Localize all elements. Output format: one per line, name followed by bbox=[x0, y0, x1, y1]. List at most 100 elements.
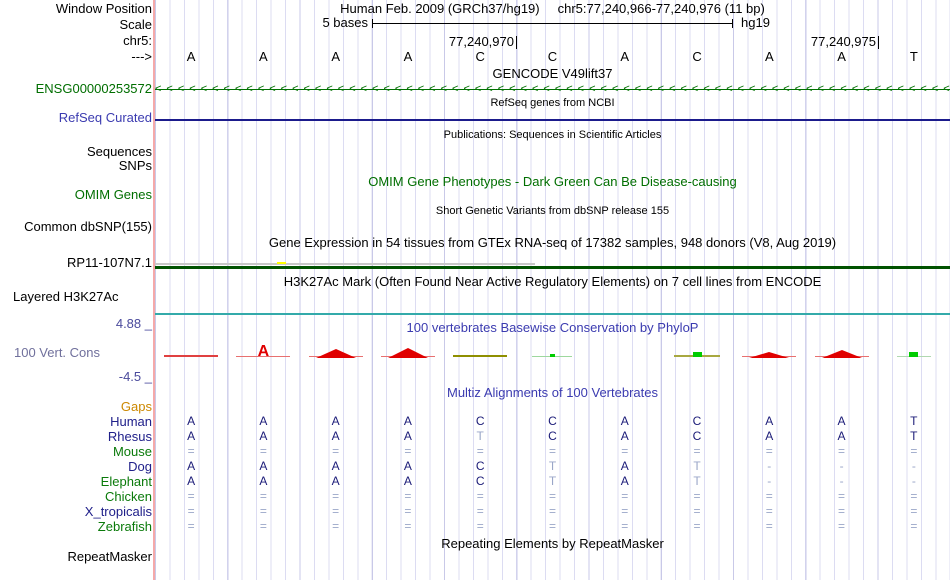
alignment-base: C bbox=[692, 429, 702, 443]
gene-id-label[interactable]: ENSG00000253572 bbox=[35, 81, 152, 96]
conservation-mark-line bbox=[236, 356, 291, 357]
alignment-base: A bbox=[403, 429, 412, 443]
alignment-base: = bbox=[476, 504, 484, 518]
alignment-base: A bbox=[837, 414, 846, 428]
alignment-base: = bbox=[259, 519, 267, 533]
omim-genes-label[interactable]: OMIM Genes bbox=[74, 187, 152, 202]
range-title: chr5:77,240,966-77,240,976 (11 bp) bbox=[557, 1, 765, 16]
sequence-base: A bbox=[259, 49, 268, 64]
species-label[interactable]: Dog bbox=[128, 459, 152, 474]
conservation-label[interactable]: 100 Vert. Cons bbox=[14, 345, 100, 360]
alignment-base: A bbox=[259, 459, 268, 473]
conservation-mark-square bbox=[909, 352, 919, 357]
repeatmasker-track-title[interactable]: Repeating Elements by RepeatMasker bbox=[441, 536, 664, 551]
refseq-track-title[interactable]: RefSeq genes from NCBI bbox=[490, 97, 615, 109]
alignment-base: A bbox=[187, 459, 196, 473]
alignment-base: A bbox=[187, 414, 196, 428]
alignment-base: = bbox=[404, 504, 412, 518]
conservation-max-label: 4.88 _ bbox=[115, 316, 152, 331]
scale-label: Scale bbox=[119, 17, 152, 32]
refseq-curated-label[interactable]: RefSeq Curated bbox=[58, 110, 152, 125]
alignment-base: - bbox=[839, 459, 844, 473]
alignment-base: A bbox=[765, 414, 774, 428]
alignment-base: = bbox=[548, 519, 556, 533]
sequence-base: A bbox=[331, 49, 341, 64]
species-label[interactable]: Rhesus bbox=[107, 429, 152, 444]
alignment-base: C bbox=[475, 459, 485, 473]
alignment-base: = bbox=[765, 444, 773, 458]
species-label[interactable]: Mouse bbox=[112, 444, 152, 459]
gene-strand-arrows[interactable]: <<<<<<<<<<<<<<<<<<<<<<<<<<<<<<<<<<<<<<<<… bbox=[155, 83, 950, 95]
assembly-short-label: hg19 bbox=[741, 15, 770, 30]
h3k27ac-signal-line[interactable] bbox=[155, 313, 950, 315]
bac-clone-gray-segment[interactable] bbox=[155, 263, 535, 265]
conservation-mark-square bbox=[549, 354, 555, 357]
alignment-base: - bbox=[911, 459, 916, 473]
alignment-base: A bbox=[620, 429, 629, 443]
alignment-base: - bbox=[767, 474, 772, 488]
alignment-base: A bbox=[837, 429, 846, 443]
alignment-base: = bbox=[404, 444, 412, 458]
alignment-base: = bbox=[259, 444, 267, 458]
alignment-base: = bbox=[765, 519, 773, 533]
alignment-base: A bbox=[765, 429, 774, 443]
alignment-base: A bbox=[187, 474, 196, 488]
h3k27ac-track-title[interactable]: H3K27Ac Mark (Often Found Near Active Re… bbox=[283, 274, 822, 289]
gtex-track-title[interactable]: Gene Expression in 54 tissues from GTEx … bbox=[268, 235, 837, 250]
sequence-base: A bbox=[764, 49, 774, 64]
species-label[interactable]: Human bbox=[110, 414, 152, 429]
chrom-label: chr5: bbox=[123, 33, 152, 48]
alignment-base: T bbox=[693, 459, 701, 473]
sequences-label[interactable]: Sequences bbox=[86, 144, 152, 159]
species-label[interactable]: Gaps bbox=[120, 399, 152, 414]
alignment-base: = bbox=[838, 489, 846, 503]
species-label[interactable]: Zebrafish bbox=[97, 519, 152, 534]
bac-clone-yellow-mark bbox=[277, 262, 286, 264]
alignment-base: C bbox=[692, 414, 702, 428]
coord-tick-left bbox=[516, 36, 517, 49]
gencode-track-title[interactable]: GENCODE V49lift37 bbox=[492, 66, 613, 81]
scale-ruler-left-tick bbox=[372, 19, 373, 28]
alignment-base: = bbox=[910, 444, 918, 458]
publications-track-title[interactable]: Publications: Sequences in Scientific Ar… bbox=[443, 129, 662, 141]
scale-ruler bbox=[372, 23, 733, 24]
alignment-base: T bbox=[693, 474, 701, 488]
coord-label-right: 77,240,975 bbox=[810, 34, 876, 49]
h3k27ac-label[interactable]: Layered H3K27Ac bbox=[13, 289, 119, 304]
alignment-base: = bbox=[765, 504, 773, 518]
sequence-base: A bbox=[403, 49, 413, 64]
gene-line[interactable] bbox=[155, 89, 950, 90]
browser-track-image[interactable] bbox=[155, 0, 950, 580]
alignment-base: = bbox=[187, 489, 195, 503]
refseq-gene-line[interactable] bbox=[155, 119, 950, 121]
sequence-base: T bbox=[909, 49, 918, 64]
alignment-base: T bbox=[548, 459, 557, 473]
conservation-mark-line bbox=[164, 355, 219, 357]
omim-track-title[interactable]: OMIM Gene Phenotypes - Dark Green Can Be… bbox=[368, 174, 737, 189]
repeatmasker-label[interactable]: RepeatMasker bbox=[67, 549, 152, 564]
dbsnp-track-title[interactable]: Short Genetic Variants from dbSNP releas… bbox=[435, 205, 670, 217]
bac-clone-label[interactable]: RP11-107N7.1 bbox=[66, 255, 152, 270]
conservation-mark-square bbox=[692, 352, 702, 357]
alignment-base: = bbox=[693, 489, 701, 503]
alignment-base: A bbox=[259, 474, 268, 488]
species-label[interactable]: Elephant bbox=[100, 474, 152, 489]
coord-label-left: 77,240,970 bbox=[448, 34, 514, 49]
alignment-base: = bbox=[693, 519, 701, 533]
alignment-base: = bbox=[332, 504, 340, 518]
coord-tick-right bbox=[878, 36, 879, 49]
multiz-track-title[interactable]: Multiz Alignments of 100 Vertebrates bbox=[446, 385, 658, 400]
species-label[interactable]: Chicken bbox=[105, 489, 152, 504]
dbsnp-label[interactable]: Common dbSNP(155) bbox=[24, 219, 152, 234]
alignment-base: A bbox=[403, 474, 412, 488]
alignment-base: - bbox=[911, 474, 916, 488]
alignment-base: = bbox=[187, 519, 195, 533]
species-label[interactable]: X_tropicalis bbox=[84, 504, 152, 519]
sequence-base: C bbox=[547, 49, 558, 64]
conservation-track-title[interactable]: 100 vertebrates Basewise Conservation by… bbox=[406, 320, 699, 335]
bac-clone-green-line[interactable] bbox=[155, 266, 950, 269]
snps-label[interactable]: SNPs bbox=[118, 158, 152, 173]
alignment-base: = bbox=[404, 519, 412, 533]
alignment-base: = bbox=[621, 519, 629, 533]
